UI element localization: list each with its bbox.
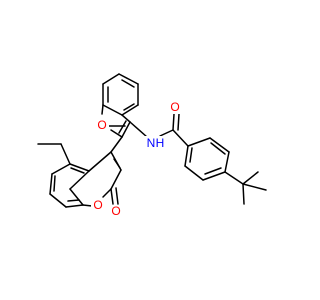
coumarin-ring-oxygen-label: O xyxy=(93,198,102,212)
bond xyxy=(65,204,84,208)
bond xyxy=(242,183,267,191)
bond xyxy=(172,113,175,131)
bond xyxy=(123,103,135,111)
furan-oxygen-label: O xyxy=(97,118,106,132)
coumarin-carbonyl-oxygen-label: O xyxy=(111,204,120,218)
amide-hydrogen-label: H xyxy=(156,136,165,150)
bond xyxy=(53,175,56,192)
bond xyxy=(49,173,53,195)
bond xyxy=(187,137,211,147)
bond xyxy=(67,199,80,202)
amide-oxygen-label: O xyxy=(170,100,179,114)
bond xyxy=(172,129,189,147)
bond xyxy=(210,142,226,155)
bond xyxy=(242,183,245,205)
bond xyxy=(242,171,259,185)
bond xyxy=(113,158,121,169)
bond xyxy=(159,129,174,137)
bond xyxy=(69,188,84,206)
bond xyxy=(101,104,104,115)
bond xyxy=(121,104,139,116)
bond xyxy=(51,163,71,175)
bond xyxy=(224,151,230,173)
bond xyxy=(69,170,90,190)
bond xyxy=(110,188,114,205)
bond xyxy=(224,171,244,185)
structure-svg: O N H O O O xyxy=(37,73,267,219)
bond xyxy=(118,120,127,134)
bond xyxy=(129,121,148,138)
bond xyxy=(69,163,90,172)
bond xyxy=(121,79,135,88)
bond xyxy=(110,129,123,138)
amide-nitrogen-label: N xyxy=(147,136,156,150)
bond xyxy=(184,145,189,167)
bond xyxy=(70,167,85,174)
bond xyxy=(204,167,222,175)
bond xyxy=(102,104,123,116)
bond xyxy=(121,121,131,138)
bond xyxy=(202,171,226,181)
bond xyxy=(102,73,120,85)
bond xyxy=(121,114,131,123)
bond xyxy=(209,137,230,153)
molecule-diagram: O N H O O O xyxy=(37,73,267,219)
bond xyxy=(110,169,122,190)
bond xyxy=(110,136,123,153)
bond xyxy=(82,204,93,207)
bond xyxy=(88,151,112,172)
bond xyxy=(49,193,67,208)
bond xyxy=(60,143,71,165)
bond-layer xyxy=(37,73,267,208)
bond xyxy=(102,188,112,198)
bond xyxy=(177,113,180,131)
bond xyxy=(189,147,193,163)
atom-label-layer: O N H O O O xyxy=(91,100,182,219)
bond xyxy=(184,165,204,181)
bond xyxy=(118,73,139,85)
bond xyxy=(115,187,119,205)
